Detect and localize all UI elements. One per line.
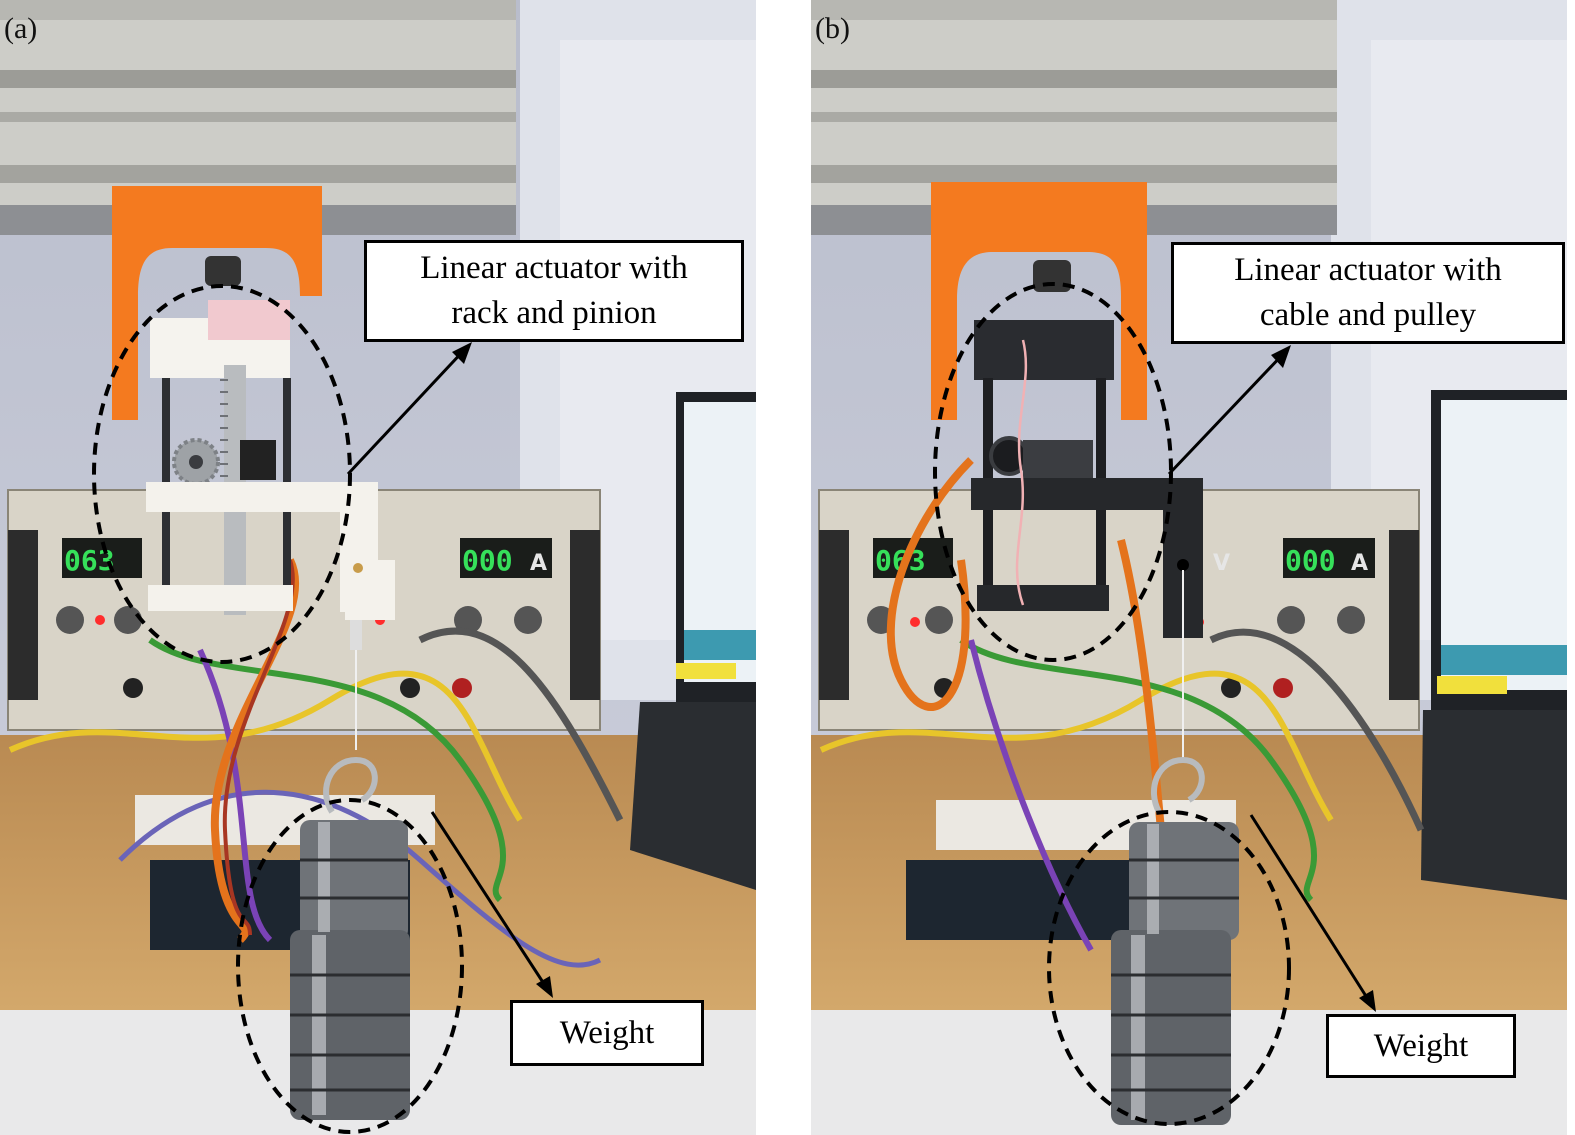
- photo-panel-b: 063 000 A V: [811, 0, 1567, 1135]
- weight-arrow: [430, 811, 550, 991]
- actuator-label-line1: Linear actuator with: [1234, 252, 1502, 288]
- actuator-arrow: [346, 346, 468, 476]
- actuator-arrow: [1167, 350, 1287, 476]
- psu-display-left-a: 063: [64, 544, 115, 577]
- panel-tag-b: (b): [815, 12, 850, 45]
- actuator-label-line2: rack and pinion: [451, 295, 657, 331]
- weight-callout-a: Weight: [510, 1000, 704, 1066]
- photo-panel-a: 063 000 A: [0, 0, 756, 1135]
- photo-scene-a: 063 000 A: [0, 0, 756, 1135]
- psu-display-right-a: 000: [462, 544, 513, 577]
- actuator-label-line1: Linear actuator with: [420, 250, 688, 286]
- weight-highlight-ellipse: [236, 798, 464, 1134]
- psu-display-right-b: 000: [1285, 544, 1336, 577]
- psu-unit-right-b: A: [1351, 551, 1368, 576]
- weight-callout-b: Weight: [1326, 1014, 1516, 1078]
- weight-label: Weight: [559, 1014, 655, 1051]
- photo-scene-b: 063 000 A V: [811, 0, 1567, 1135]
- actuator-callout-a: Linear actuator with rack and pinion: [364, 240, 744, 342]
- actuator-label-line2: cable and pulley: [1259, 297, 1477, 333]
- actuator-callout-b: Linear actuator with cable and pulley: [1171, 242, 1565, 344]
- psu-unit-right-a: A: [530, 551, 547, 576]
- psu-unit-left-b: V: [1213, 551, 1230, 576]
- weight-arrow: [1249, 814, 1373, 1005]
- weight-label: Weight: [1373, 1027, 1469, 1064]
- panel-tag-a: (a): [4, 12, 38, 45]
- weight-highlight-ellipse: [1047, 810, 1291, 1126]
